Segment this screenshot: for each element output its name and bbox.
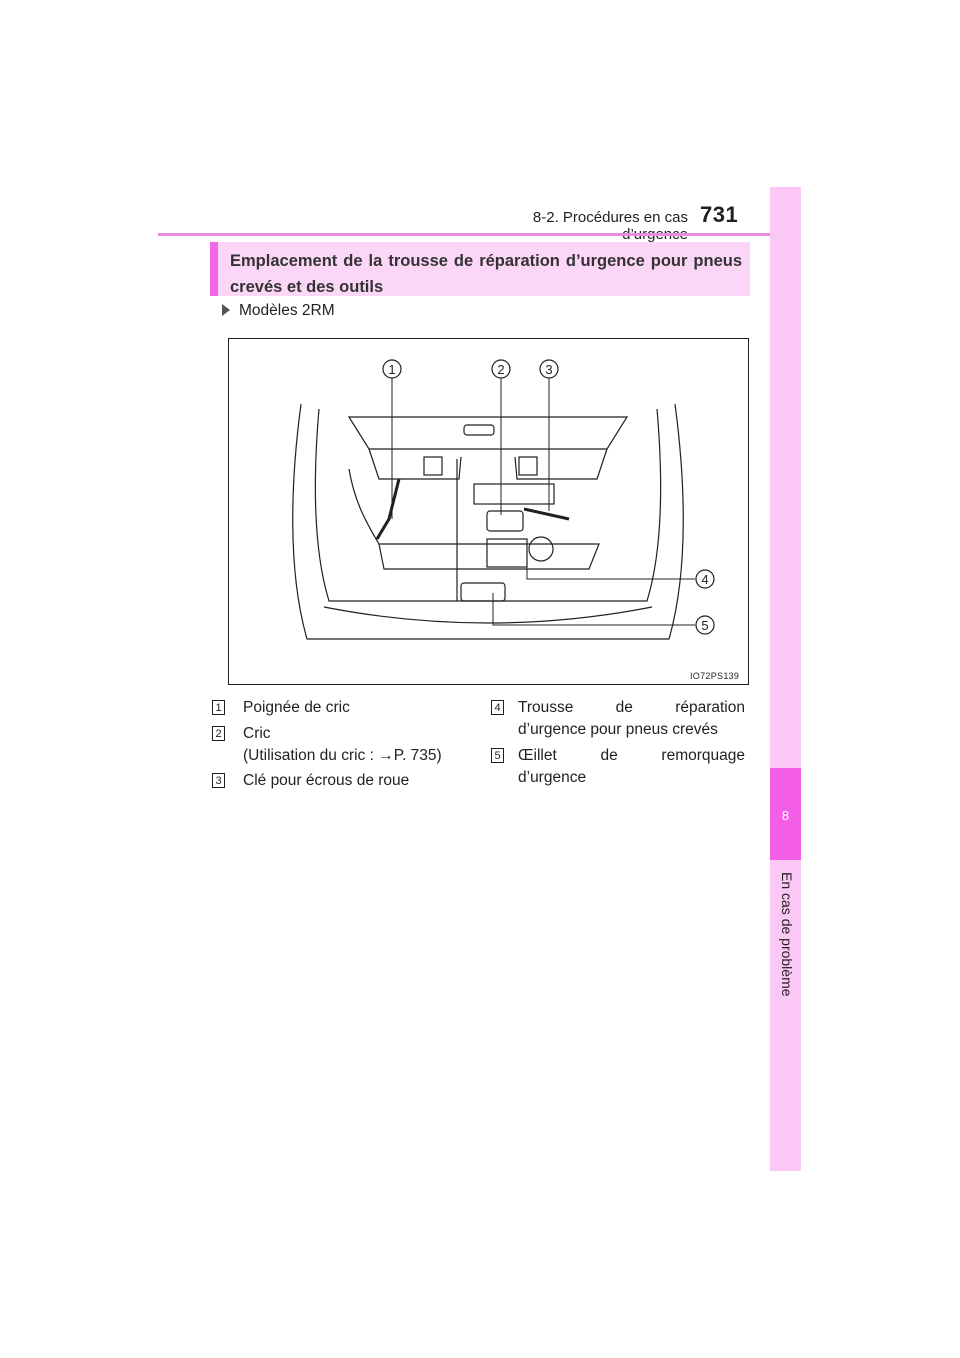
legend-text: Clé pour écrous de roue: [243, 772, 410, 789]
legend-text: Œillet de remorquage: [518, 747, 745, 764]
chapter-tab-strip: [770, 187, 801, 1171]
callout-5: 5: [695, 615, 715, 635]
rear-sill: [323, 606, 653, 624]
figure-code: IO72PS139: [690, 671, 740, 681]
page-number: 731: [700, 202, 739, 227]
section-title-line1: Emplacement de la trousse de réparation …: [230, 252, 742, 270]
legend-item: 4 Trousse de réparation d’urgence pour p…: [491, 697, 745, 741]
chapter-tab-number: 8: [770, 768, 801, 860]
legend-number: 1: [212, 700, 225, 715]
trunk-opening-outline: [314, 408, 662, 602]
right-seat-back: [514, 448, 608, 480]
legend-number: 5: [491, 748, 504, 763]
left-headrest-anchor: [423, 456, 443, 476]
shelf-latch: [463, 424, 495, 436]
left-side-wall: [348, 468, 380, 545]
header-rule: [158, 233, 800, 236]
callout-3: 3: [539, 359, 559, 379]
storage-tray: [378, 543, 600, 570]
legend-text: Trousse de réparation: [518, 699, 745, 716]
callout-5-label: 5: [701, 618, 708, 633]
wheel-wrench-tool: [523, 507, 570, 521]
callout-2: 2: [491, 359, 511, 379]
callout-1: 1: [382, 359, 402, 379]
triangle-bullet-icon: [222, 304, 230, 316]
legend-text: d’urgence: [518, 769, 587, 786]
trunk-drawing: 1 2 3 4 5: [292, 359, 715, 640]
legend-text: d’urgence pour pneus crevés: [518, 721, 718, 738]
towing-eyelet-holder: [460, 582, 506, 602]
center-compartment: [473, 483, 555, 505]
right-headrest-anchor: [518, 456, 538, 476]
trunk-illustration: 1 2 3 4 5: [228, 338, 749, 685]
legend-text: Poignée de cric: [243, 699, 350, 716]
repair-kit-bottle: [528, 536, 554, 562]
callout-1-label: 1: [388, 362, 395, 377]
parcel-shelf: [347, 416, 629, 450]
callout-2-label: 2: [497, 362, 504, 377]
section-title: Emplacement de la trousse de réparation …: [210, 242, 750, 296]
callout-3-label: 3: [545, 362, 552, 377]
callout-4-label: 4: [701, 572, 708, 587]
legend-item: 5 Œillet de remorquage d’urgence: [491, 745, 745, 789]
leader-line-4: [526, 561, 695, 580]
legend-item: 2 Cric (Utilisation du cric : →P. 735): [212, 723, 462, 767]
legend-number: 2: [212, 726, 225, 741]
section-title-line2: crevés et des outils: [230, 278, 384, 296]
legend-number: 3: [212, 773, 225, 788]
legend-text: Cric: [243, 725, 271, 742]
model-subheading: Modèles 2RM: [222, 302, 335, 320]
model-subheading-text: Modèles 2RM: [239, 302, 335, 319]
running-header-section: 8-2. Procédures en cas d’urgence: [532, 209, 688, 243]
callout-4: 4: [695, 569, 715, 589]
legend-text: (Utilisation du cric : →P. 735): [243, 747, 442, 764]
chapter-tab-title: En cas de problème: [779, 872, 795, 997]
legend-number: 4: [491, 700, 504, 715]
car-body-outline: [292, 403, 684, 640]
chapter-number: 8: [781, 808, 790, 823]
left-seat-back: [368, 448, 462, 480]
repair-kit-box: [486, 538, 528, 568]
legend-item: 3 Clé pour écrous de roue: [212, 770, 462, 792]
jack-tool: [486, 510, 524, 532]
leader-line-5: [492, 593, 695, 626]
legend-item: 1 Poignée de cric: [212, 697, 462, 719]
jack-handle-tool: [375, 478, 401, 540]
